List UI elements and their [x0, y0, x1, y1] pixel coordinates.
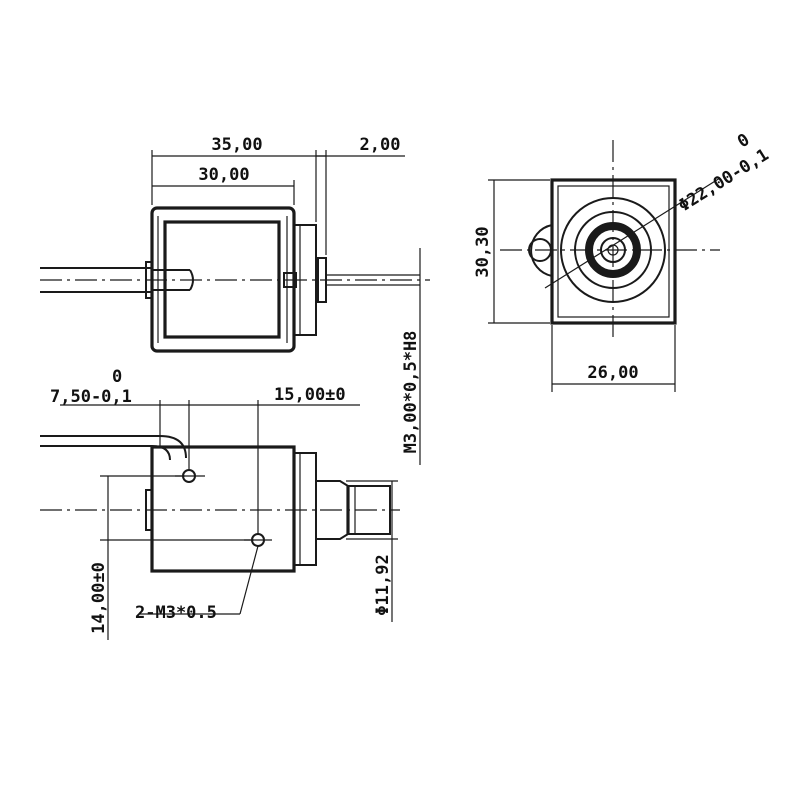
dim-height: 30,30 [473, 226, 493, 277]
end-view-lug [530, 224, 553, 277]
bottom-view-body [150, 445, 296, 573]
dim-bore-diameter: Φ22,00-0,1 [675, 145, 772, 216]
bottom-view: 0 7,50-0,1 15,00±0 14,00±0 2-M3*0.5 Φ11,… [40, 367, 400, 640]
dim-thread-note: M3,00*0,5*H8 [401, 331, 421, 454]
dim-plunger-diameter: Φ11,92 [373, 554, 393, 615]
bottom-view-end-plate [293, 452, 317, 566]
dim-hole-offset-tolerance-upper: 0 [112, 367, 122, 387]
dim-hole-spacing: 15,00±0 [274, 385, 346, 405]
end-view: 0 Φ22,00-0,1 30,30 26,00 [473, 130, 772, 392]
dim-body-length: 30,00 [198, 165, 249, 185]
dim-mounting-holes: 2-M3*0.5 [135, 603, 217, 623]
dim-plate-thickness: 2,00 [360, 135, 401, 155]
hole-callout-leader [239, 545, 259, 615]
end-view-diameter-leader [544, 177, 721, 289]
dim-hole-offset: 7,50-0,1 [50, 387, 132, 407]
side-view: 35,00 30,00 2,00 M3,00*0,5*H8 [40, 135, 430, 465]
dim-hole-vertical-spacing: 14,00±0 [89, 562, 109, 634]
dim-width: 26,00 [587, 363, 638, 383]
dim-overall-length: 35,00 [211, 135, 262, 155]
dim-bore-tolerance-upper: 0 [734, 130, 753, 152]
